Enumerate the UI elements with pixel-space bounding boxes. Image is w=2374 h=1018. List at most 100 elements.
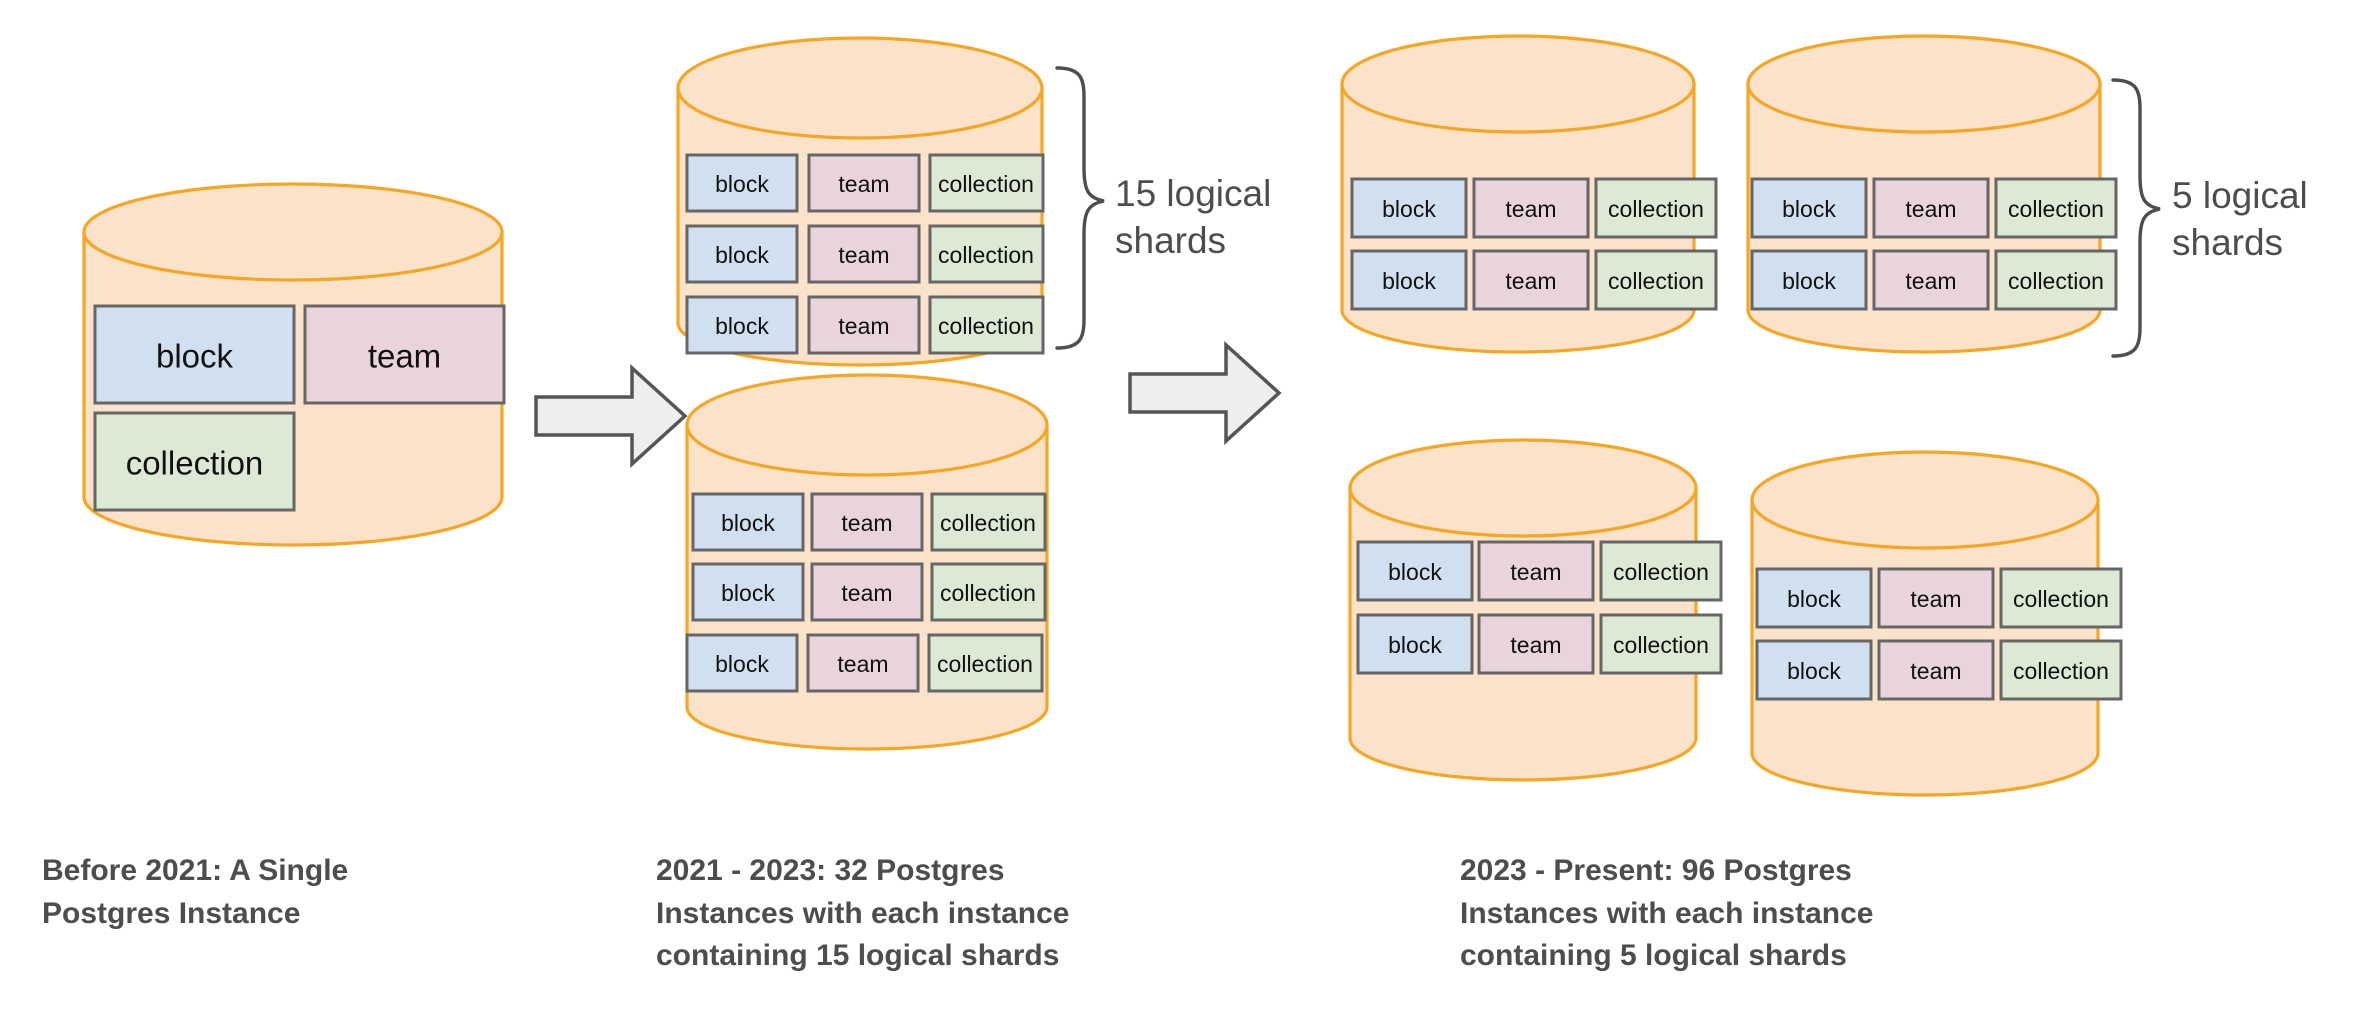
shard-box-label: team (841, 510, 892, 536)
shard-box-collection (928, 295, 1045, 355)
shard-box-block (685, 295, 799, 355)
shard-box-team (807, 224, 921, 284)
shard-box-team (1477, 540, 1595, 602)
shard-box-block (1750, 249, 1868, 311)
shard-box-label: team (837, 651, 888, 677)
shard-box-label: team (1510, 632, 1561, 658)
shard-box-label: block (721, 580, 775, 606)
shard-box-label: block (715, 651, 769, 677)
shard-box-label: collection (1613, 632, 1709, 658)
shard-box-label: block (1382, 196, 1436, 222)
brace-15-shards (1055, 66, 1105, 350)
shard-box-block (685, 224, 799, 284)
shard-box-label: team (1505, 268, 1556, 294)
shard-box-block (1356, 613, 1474, 675)
shard-box-block (1755, 567, 1873, 629)
shard-box-label: collection (1608, 268, 1704, 294)
shard-box-block (685, 633, 799, 693)
shard-box-collection (930, 562, 1047, 622)
shard-box-label: block (1782, 196, 1836, 222)
shard-box-team (1472, 177, 1590, 239)
shard-box-collection (930, 492, 1047, 552)
shard-box-collection (93, 411, 296, 512)
shard-box-collection (1599, 613, 1723, 675)
shard-box-collection (928, 153, 1045, 213)
shard-box-label: team (1910, 658, 1961, 684)
shard-box-label: collection (2008, 196, 2104, 222)
shard-box-label: team (1510, 559, 1561, 585)
shard-box-label: block (1787, 586, 1841, 612)
cylinder-2-2-shard-boxes: block team collection block team collect… (685, 492, 1047, 693)
caption-stage-1: Before 2021: A Single Postgres Instance (42, 854, 349, 930)
transition-arrow-1to2 (534, 364, 688, 468)
shard-box-collection (1999, 567, 2123, 629)
brace-5-shards (2111, 78, 2161, 358)
shard-box-label: collection (1608, 196, 1704, 222)
shard-box-label: team (838, 242, 889, 268)
shard-box-label: collection (940, 510, 1036, 536)
shard-box-block (93, 304, 296, 405)
cylinder-2-1-shard-boxes: block team collection block team collect… (685, 153, 1045, 355)
shard-box-team (1877, 567, 1995, 629)
shard-box-label: team (1905, 196, 1956, 222)
cylinder-2-2 (685, 373, 1049, 751)
shard-box-collection (1599, 540, 1723, 602)
shard-box-collection (1999, 639, 2123, 701)
cylinder-3-4-shard-boxes: block team collection block team collect… (1755, 567, 2123, 701)
shard-box-label: block (1388, 559, 1442, 585)
shard-box-team (303, 304, 506, 405)
shard-box-label: block (721, 510, 775, 536)
shard-box-label: block (715, 242, 769, 268)
shard-box-label: team (1910, 586, 1961, 612)
shard-box-label: block (715, 313, 769, 339)
shard-box-label: team (1905, 268, 1956, 294)
caption-stage-3: 2023 - Present: 96 Postgres Instances wi… (1460, 854, 1874, 973)
shard-box-label: collection (2008, 268, 2104, 294)
shard-box-team (807, 153, 921, 213)
caption-stage-2: 2021 - 2023: 32 Postgres Instances with … (656, 854, 1070, 973)
shard-box-team (810, 562, 924, 622)
shard-box-label: team (838, 313, 889, 339)
shard-box-block (1350, 177, 1468, 239)
transition-arrow-2to3 (1128, 341, 1282, 445)
shard-box-label: collection (940, 580, 1036, 606)
shard-box-label: collection (2013, 586, 2109, 612)
shard-box-team (806, 633, 920, 693)
shard-box-label: block (1388, 632, 1442, 658)
shard-box-team (1872, 249, 1990, 311)
cylinder-3-2-shard-boxes: block team collection block team collect… (1750, 177, 2118, 311)
shard-box-label: collection (938, 242, 1034, 268)
cylinder-3-3-shard-boxes: block team collection block team collect… (1356, 540, 1723, 675)
shard-box-block (1755, 639, 1873, 701)
shard-box-collection (927, 633, 1044, 693)
shard-box-collection (1994, 249, 2118, 311)
shard-box-block (691, 492, 805, 552)
shard-box-label: team (368, 338, 441, 375)
shard-box-label: team (841, 580, 892, 606)
shard-box-label: block (715, 171, 769, 197)
shard-box-collection (1594, 249, 1718, 311)
brace-label-5-logical-shards: 5 logical shards (2172, 175, 2308, 264)
shard-box-label: collection (937, 651, 1033, 677)
shard-box-block (1356, 540, 1474, 602)
shard-box-label: block (1782, 268, 1836, 294)
brace-label-15-logical-shards: 15 logical shards (1115, 173, 1272, 262)
shard-box-collection (928, 224, 1045, 284)
shard-box-block (685, 153, 799, 213)
shard-box-label: team (1505, 196, 1556, 222)
shard-box-team (1877, 639, 1995, 701)
cylinder-3-3 (1348, 438, 1698, 782)
shard-box-collection (1994, 177, 2118, 239)
shard-box-block (1350, 249, 1468, 311)
stage-1-shard-boxes: block team collection (93, 304, 506, 512)
shard-box-team (1477, 613, 1595, 675)
shard-box-team (807, 295, 921, 355)
shard-box-team (1472, 249, 1590, 311)
shard-box-label: team (838, 171, 889, 197)
shard-box-label: block (156, 338, 234, 375)
shard-box-team (810, 492, 924, 552)
shard-box-label: block (1787, 658, 1841, 684)
shard-box-label: block (1382, 268, 1436, 294)
